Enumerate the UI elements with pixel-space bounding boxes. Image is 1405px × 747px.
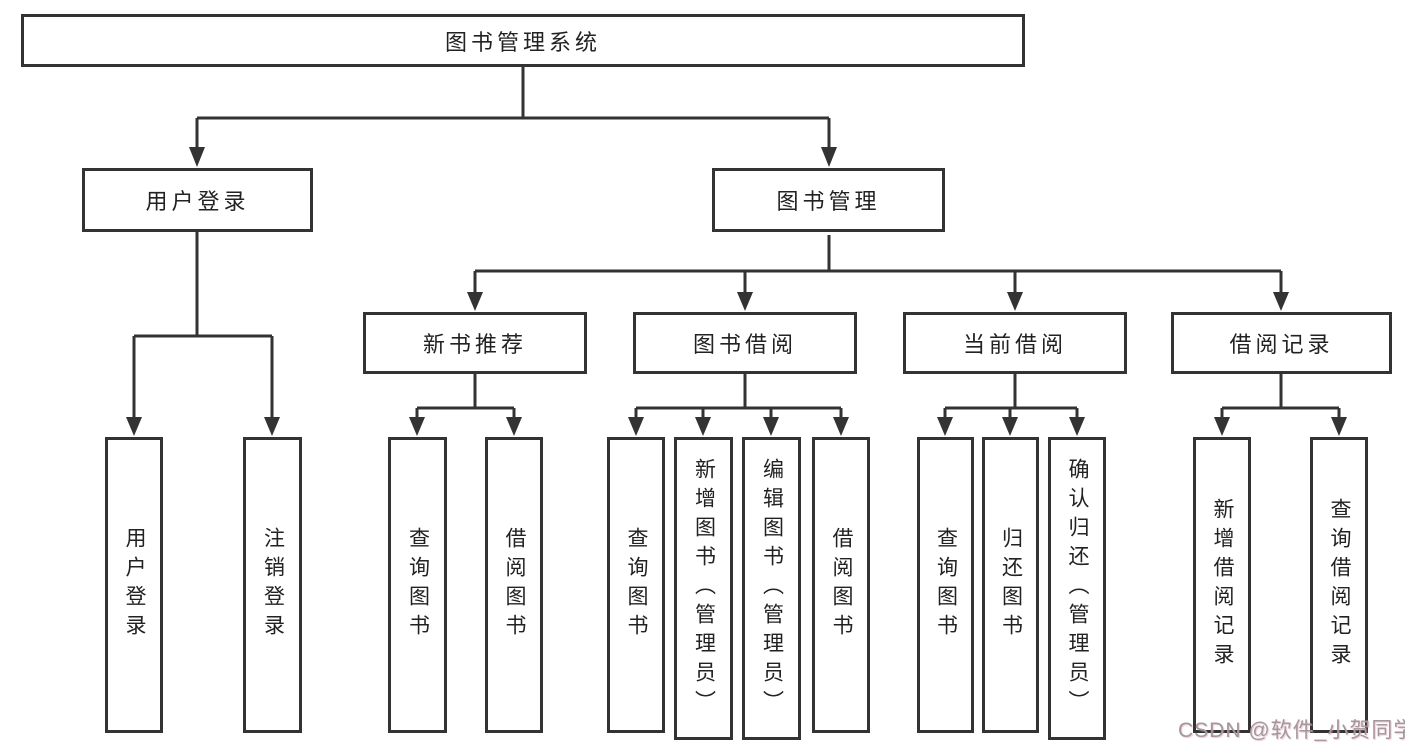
arrow-down-icon (1273, 292, 1289, 311)
leaf-borrow-edit-book: 编辑图书（管理员） (742, 437, 801, 740)
arrow-down-icon (1331, 417, 1347, 436)
arrow-down-icon (1007, 292, 1023, 311)
leaf-borrow-book: 借阅图书 (812, 437, 870, 733)
edge-userlogin-to-leaves (132, 232, 274, 418)
arrow-down-icon (937, 417, 953, 436)
leaf-borrow-add-book-label: 新增图书（管理员） (692, 458, 716, 719)
leaf-confirm-return-label: 确认归还（管理员） (1066, 458, 1089, 719)
arrow-down-icon (1214, 417, 1230, 436)
edge-bookborrow-to-leaves (634, 374, 843, 418)
node-book-management-label: 图书管理 (776, 189, 881, 214)
csdn-watermark: CSDN @软件_小贺同学 (1178, 719, 1405, 742)
arrow-down-icon (409, 417, 425, 436)
arrow-down-icon (821, 147, 837, 167)
leaf-borrow-query: 查询图书 (607, 437, 665, 733)
leaf-user-login: 用户登录 (105, 437, 163, 733)
leaf-borrow-query-label: 查询图书 (625, 527, 648, 643)
node-user-login: 用户登录 (82, 168, 313, 232)
arrowheads (126, 147, 1347, 436)
leaf-newbook-borrow: 借阅图书 (485, 437, 543, 733)
node-current-borrow-label: 当前借阅 (962, 332, 1067, 357)
arrow-down-icon (1002, 417, 1018, 436)
node-new-book-recommend: 新书推荐 (363, 312, 587, 374)
node-user-login-label: 用户登录 (145, 189, 250, 214)
node-book-management: 图书管理 (712, 168, 945, 232)
node-borrow-record-label: 借阅记录 (1229, 332, 1334, 357)
edge-bookmgmt-to-level3 (473, 235, 1283, 293)
leaf-user-login-label: 用户登录 (123, 527, 146, 643)
leaf-query-borrow-record: 查询借阅记录 (1310, 437, 1368, 733)
edge-newbook-to-leaves (415, 374, 516, 418)
leaf-borrow-add-book: 新增图书（管理员） (674, 437, 733, 740)
node-book-borrow-label: 图书借阅 (692, 332, 797, 357)
leaf-add-borrow-record-label: 新增借阅记录 (1211, 498, 1234, 672)
arrow-down-icon (264, 417, 280, 436)
node-borrow-record: 借阅记录 (1171, 312, 1392, 374)
leaf-return-book-label: 归还图书 (999, 527, 1023, 643)
arrow-down-icon (467, 292, 483, 311)
arrow-down-icon (833, 417, 849, 436)
node-current-borrow: 当前借阅 (903, 312, 1127, 374)
leaf-newbook-query-label: 查询图书 (406, 527, 430, 643)
leaf-logout-label: 注销登录 (261, 527, 285, 643)
arrow-down-icon (628, 417, 644, 436)
arrow-down-icon (737, 292, 753, 311)
edge-root-to-level2 (195, 67, 831, 149)
edge-borrowrecord-to-leaves (1220, 374, 1341, 418)
leaf-add-borrow-record: 新增借阅记录 (1193, 437, 1251, 733)
leaf-return-book: 归还图书 (982, 437, 1039, 733)
edge-currentborrow-to-leaves (943, 374, 1079, 418)
arrow-down-icon (695, 417, 711, 436)
leaf-newbook-borrow-label: 借阅图书 (503, 527, 526, 643)
node-root-label: 图书管理系统 (444, 29, 601, 55)
leaf-query-borrow-record-label: 查询借阅记录 (1328, 498, 1351, 672)
node-book-borrow: 图书借阅 (633, 312, 857, 374)
node-root: 图书管理系统 (21, 14, 1025, 67)
arrow-down-icon (189, 147, 205, 167)
node-new-book-recommend-label: 新书推荐 (422, 332, 527, 357)
arrow-down-icon (506, 417, 522, 436)
leaf-confirm-return: 确认归还（管理员） (1048, 437, 1106, 740)
arrow-down-icon (126, 417, 142, 436)
arrow-down-icon (1069, 417, 1085, 436)
leaf-current-query-label: 查询图书 (934, 527, 958, 643)
leaf-logout: 注销登录 (243, 437, 302, 733)
arrow-down-icon (763, 417, 779, 436)
leaf-newbook-query: 查询图书 (388, 437, 447, 733)
leaf-current-query: 查询图书 (917, 437, 974, 733)
leaf-borrow-edit-book-label: 编辑图书（管理员） (760, 458, 784, 719)
leaf-borrow-book-label: 借阅图书 (830, 527, 853, 643)
